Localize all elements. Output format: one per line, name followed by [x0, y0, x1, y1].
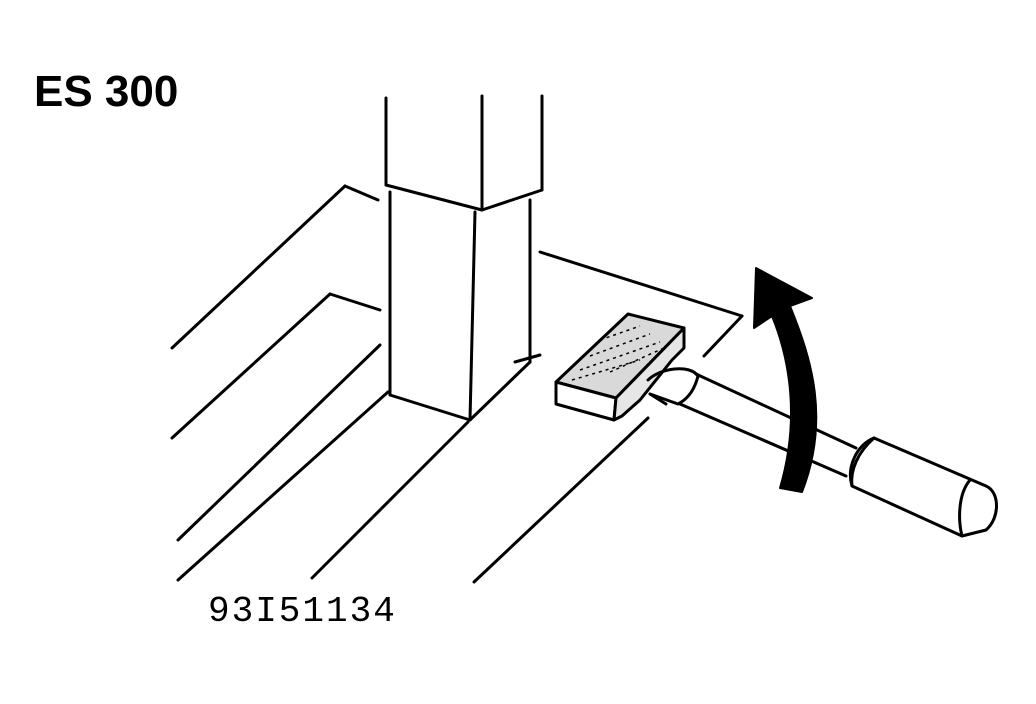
trim-lines: [170, 184, 744, 584]
spacer-block-icon: [554, 312, 686, 422]
figure-code: 93I51134: [208, 591, 397, 632]
pillar-icon: [384, 94, 544, 422]
screwdriver-icon: [646, 367, 998, 538]
curved-arrow-icon: [753, 267, 818, 493]
model-title: ES 300: [34, 67, 179, 116]
